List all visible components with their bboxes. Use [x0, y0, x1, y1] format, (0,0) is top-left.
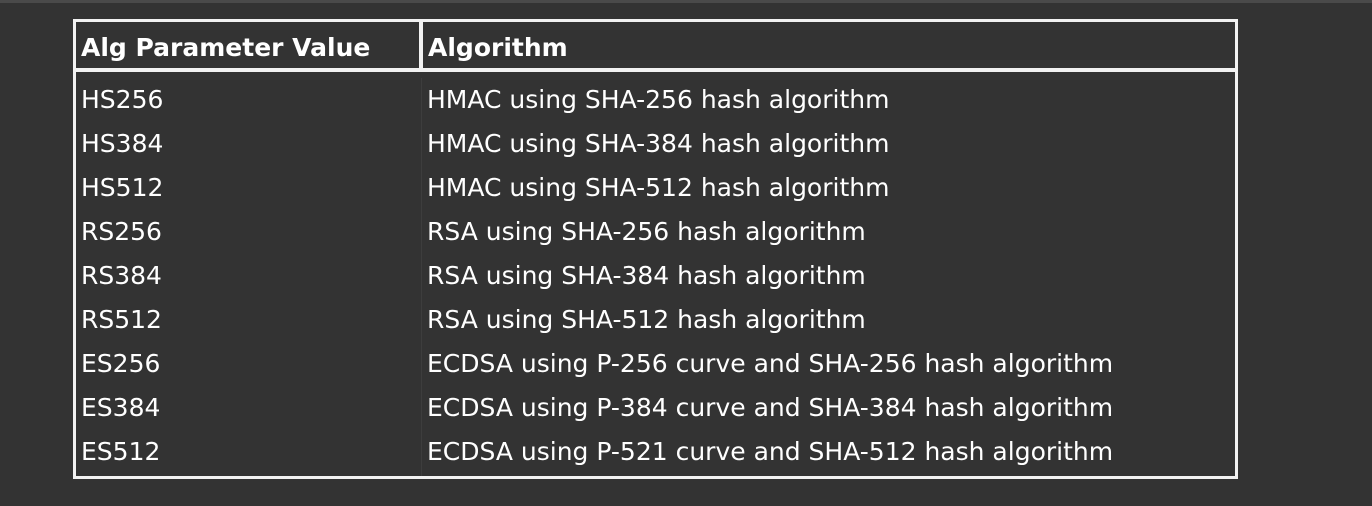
cell-algorithm: RSA using SHA-512 hash algorithm — [427, 305, 866, 334]
cell-algorithm: ECDSA using P-384 curve and SHA-384 hash… — [427, 393, 1114, 422]
column-divider — [421, 78, 422, 476]
header-alg-parameter-value: Alg Parameter Value — [76, 22, 423, 68]
cell-algorithm: ECDSA using P-256 curve and SHA-256 hash… — [427, 349, 1114, 378]
cell-algorithm: RSA using SHA-256 hash algorithm — [427, 217, 866, 246]
cell-alg-parameter: HS256 — [81, 85, 164, 114]
table-row: RS384 RSA using SHA-384 hash algorithm — [76, 254, 1235, 298]
table-row: HS256 HMAC using SHA-256 hash algorithm — [76, 78, 1235, 122]
table-row: HS384 HMAC using SHA-384 hash algorithm — [76, 122, 1235, 166]
cell-algorithm: HMAC using SHA-512 hash algorithm — [427, 173, 890, 202]
cell-alg-parameter: HS384 — [81, 129, 164, 158]
table-body: HS256 HMAC using SHA-256 hash algorithm … — [76, 78, 1235, 474]
cell-alg-parameter: RS384 — [81, 261, 162, 290]
cell-alg-parameter: ES384 — [81, 393, 161, 422]
table-row: RS256 RSA using SHA-256 hash algorithm — [76, 210, 1235, 254]
header-algorithm: Algorithm — [428, 33, 568, 62]
table-row: ES384 ECDSA using P-384 curve and SHA-38… — [76, 386, 1235, 430]
cell-alg-parameter: RS256 — [81, 217, 162, 246]
table-header: Alg Parameter Value Algorithm — [76, 22, 1235, 72]
top-divider — [0, 0, 1372, 3]
table-row: ES256 ECDSA using P-256 curve and SHA-25… — [76, 342, 1235, 386]
cell-algorithm: HMAC using SHA-256 hash algorithm — [427, 85, 890, 114]
cell-algorithm: ECDSA using P-521 curve and SHA-512 hash… — [427, 437, 1114, 466]
table-row: HS512 HMAC using SHA-512 hash algorithm — [76, 166, 1235, 210]
cell-alg-parameter: ES512 — [81, 437, 161, 466]
cell-alg-parameter: RS512 — [81, 305, 162, 334]
cell-algorithm: RSA using SHA-384 hash algorithm — [427, 261, 866, 290]
cell-alg-parameter: ES256 — [81, 349, 161, 378]
cell-alg-parameter: HS512 — [81, 173, 164, 202]
algorithm-table: Alg Parameter Value Algorithm HS256 HMAC… — [73, 19, 1238, 479]
table-row: RS512 RSA using SHA-512 hash algorithm — [76, 298, 1235, 342]
cell-algorithm: HMAC using SHA-384 hash algorithm — [427, 129, 890, 158]
table-row: ES512 ECDSA using P-521 curve and SHA-51… — [76, 430, 1235, 474]
